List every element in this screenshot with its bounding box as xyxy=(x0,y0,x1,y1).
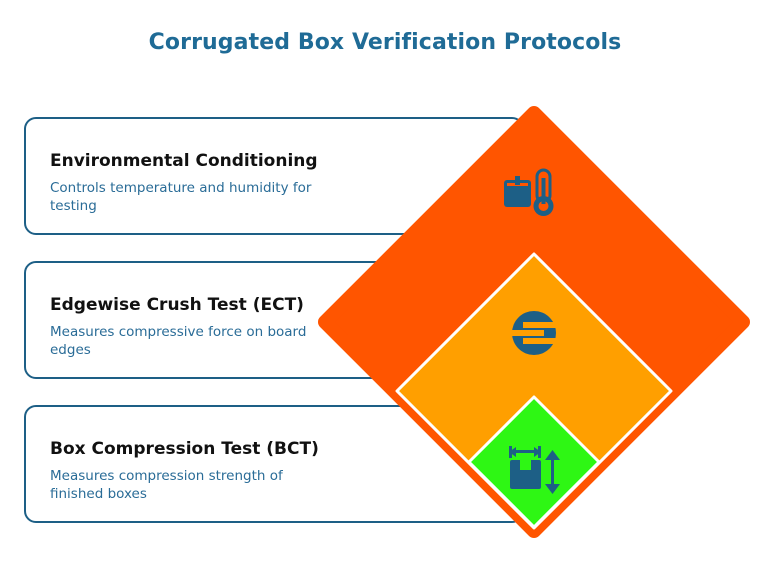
card-heading: Environmental Conditioning xyxy=(50,151,318,171)
card-description: Measures compression strength of finishe… xyxy=(50,468,283,502)
card-heading: Box Compression Test (BCT) xyxy=(50,439,319,459)
card-description: Measures compressive force on board edge… xyxy=(50,324,307,358)
card-heading: Edgewise Crush Test (ECT) xyxy=(50,295,304,315)
protocol-card-bct: Box Compression Test (BCT) Measures comp… xyxy=(24,405,524,523)
page-title: Corrugated Box Verification Protocols xyxy=(148,30,622,55)
card-description: Controls temperature and humidity for te… xyxy=(50,180,312,214)
protocol-card-environmental: Environmental Conditioning Controls temp… xyxy=(24,117,524,235)
protocol-card-ect: Edgewise Crush Test (ECT) Measures compr… xyxy=(24,261,524,379)
